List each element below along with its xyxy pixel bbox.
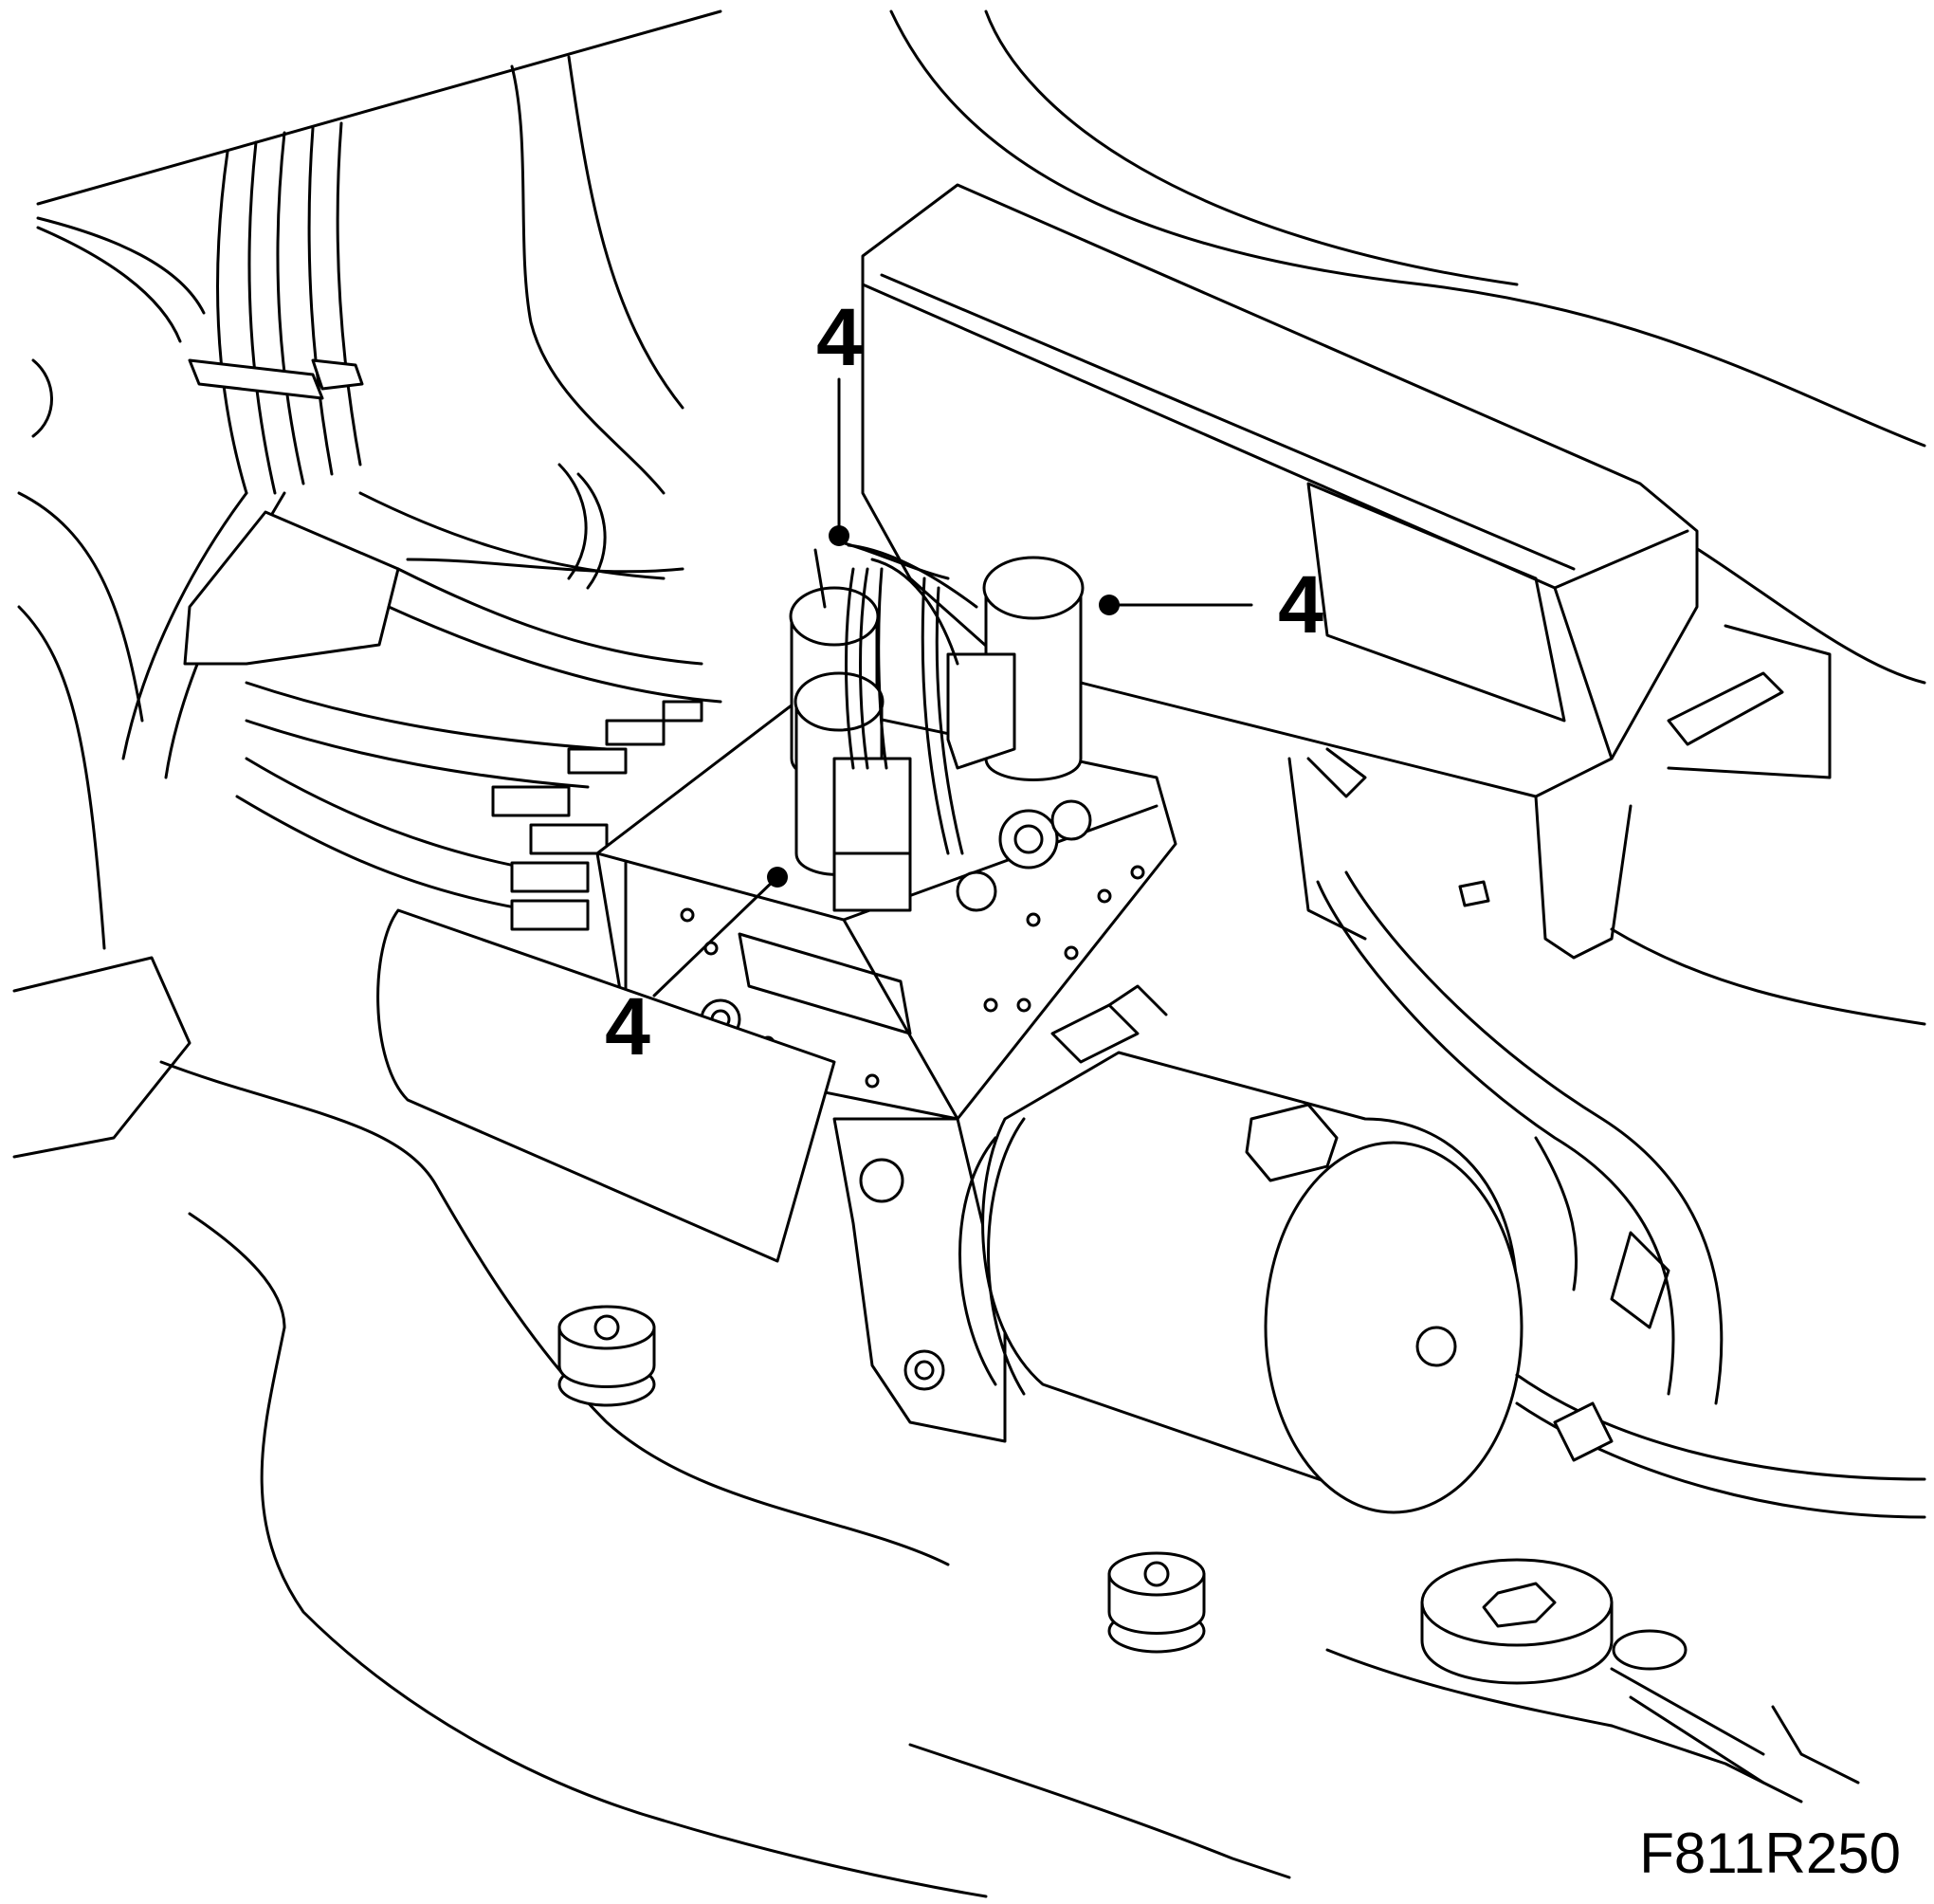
right-hose — [1316, 870, 1926, 1519]
callout-label-right: 4 — [1278, 559, 1323, 650]
mounting-bushing-right — [1107, 1551, 1206, 1654]
solenoid-cylinders — [789, 539, 1092, 912]
brake-pipes — [491, 700, 703, 931]
wiring-harness — [121, 121, 722, 912]
callout-top: 4 — [816, 292, 862, 546]
callout-lower: 4 — [605, 867, 788, 1072]
floor-pan — [159, 1060, 1860, 1898]
callout-right: 4 — [1099, 559, 1323, 650]
ground-stud — [1420, 1558, 1765, 1785]
pump-motor — [376, 908, 1523, 1514]
wheel-arch — [889, 9, 1926, 1026]
callout-label-lower: 4 — [605, 981, 650, 1072]
body-panel-upper-left — [12, 9, 722, 1159]
callout-label-top: 4 — [816, 292, 862, 383]
figure-id: F811R250 — [1639, 1822, 1901, 1885]
mounting-bushing-left — [557, 1305, 656, 1407]
